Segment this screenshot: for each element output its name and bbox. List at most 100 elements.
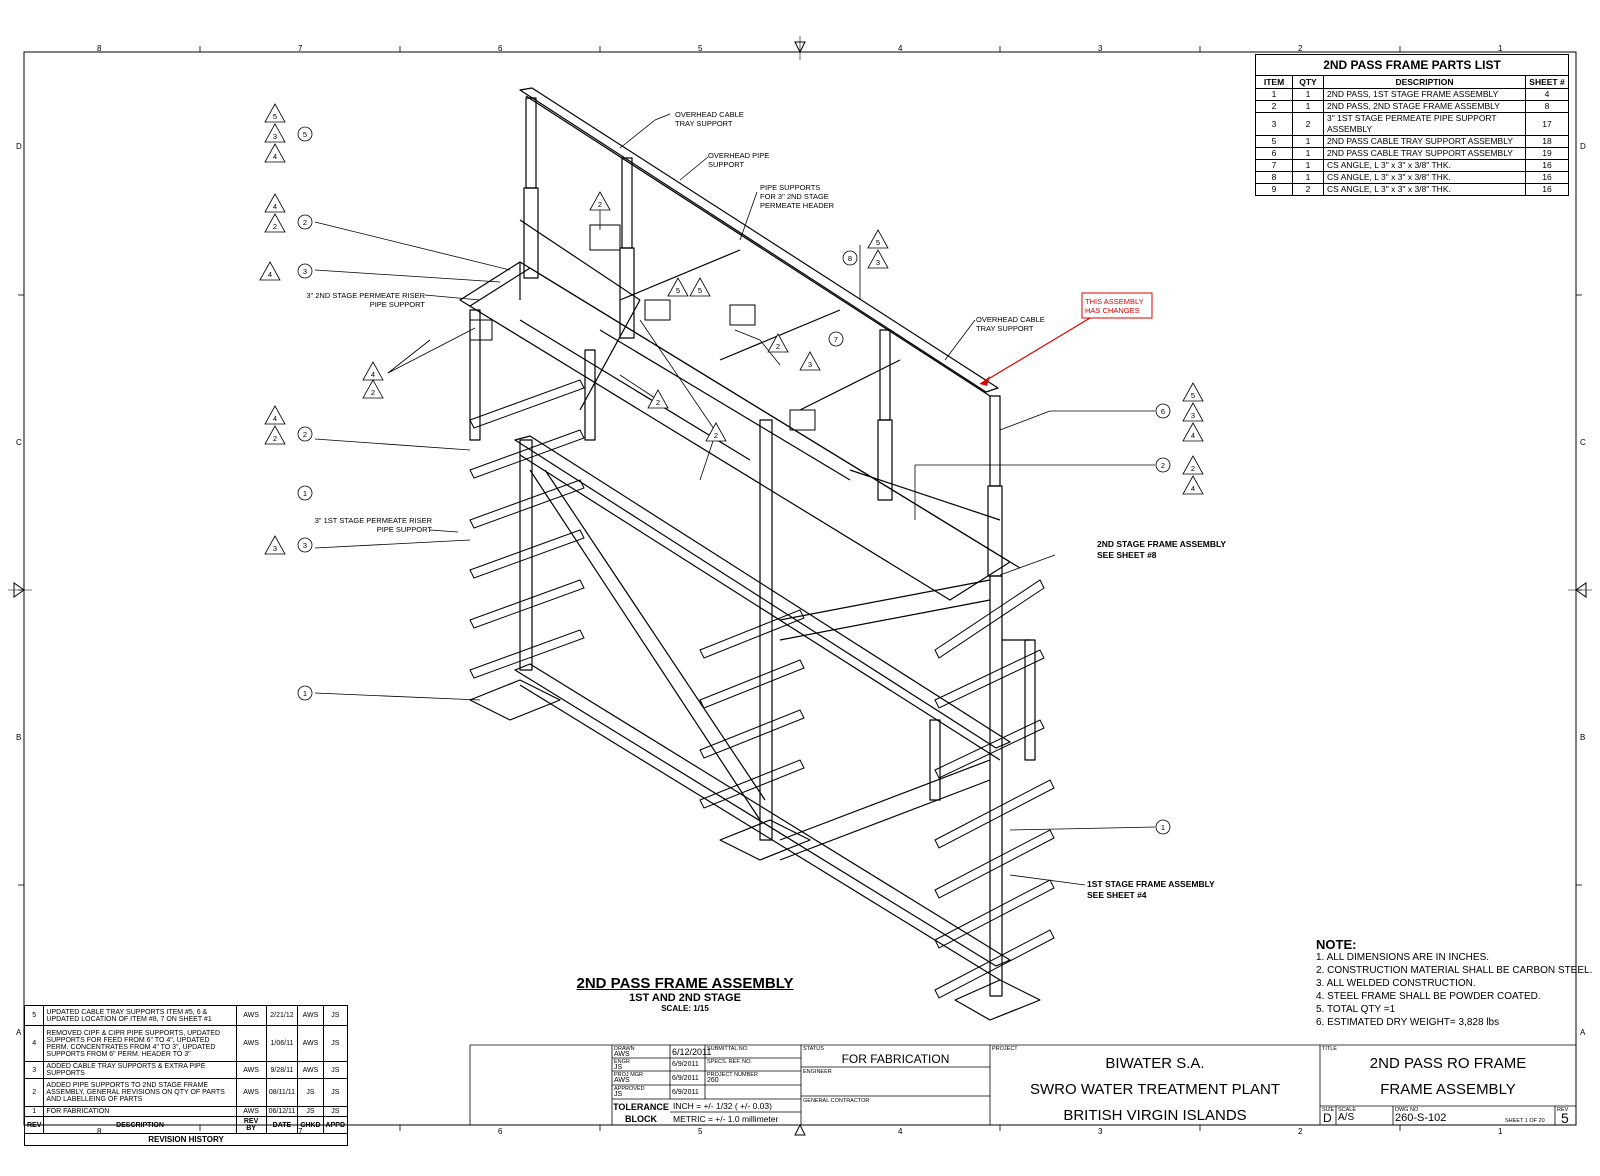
svg-text:5: 5 bbox=[1191, 391, 1195, 400]
drawn-label: DRAWN bbox=[614, 1046, 635, 1052]
dwg-number: 260-S-102 bbox=[1395, 1112, 1447, 1124]
sheet-label: SHEET bbox=[1505, 1118, 1524, 1124]
svg-text:2: 2 bbox=[273, 434, 277, 443]
svg-text:2: 2 bbox=[303, 218, 307, 227]
callout-line: OVERHEAD CABLE bbox=[675, 110, 744, 119]
drawing-title-line: FRAME ASSEMBLY bbox=[1380, 1081, 1516, 1098]
zone-row-c-right: C bbox=[1580, 438, 1586, 447]
svg-text:2: 2 bbox=[656, 398, 660, 407]
tolerance-metric: METRIC = +/- 1.0 millimeter bbox=[673, 1114, 779, 1124]
projmgr-label: PROJ MGR bbox=[614, 1072, 644, 1078]
svg-text:3: 3 bbox=[1191, 411, 1195, 420]
submittal-label: SUBMITTAL NO. bbox=[707, 1046, 749, 1052]
drawn-date: 6/12/2011 bbox=[672, 1047, 712, 1057]
status-label: STATUS bbox=[803, 1046, 824, 1052]
dwg-label: DWG NO bbox=[1395, 1107, 1419, 1113]
engr-by: JS bbox=[614, 1064, 623, 1071]
parts-list-title: 2ND PASS FRAME PARTS LIST bbox=[1255, 54, 1569, 75]
header-rev: REV bbox=[23, 1116, 45, 1134]
callout-line: PIPE SUPPORT bbox=[369, 300, 425, 309]
note-item: 5. TOTAL QTY =1 bbox=[1316, 1004, 1396, 1015]
projmgr-by: AWS bbox=[614, 1077, 630, 1084]
contractor-label: GENERAL CONTRACTOR bbox=[803, 1098, 870, 1104]
drawing-title-line: 2ND PASS RO FRAME bbox=[1369, 1055, 1527, 1072]
callout-overhead-pipe-support: OVERHEAD PIPE SUPPORT bbox=[708, 151, 769, 169]
cell: 16 bbox=[1525, 183, 1569, 196]
rev-chkd: JS bbox=[297, 1078, 324, 1107]
engr-date: 6/9/2011 bbox=[672, 1061, 699, 1068]
callout-2nd-stage-frame: 2ND STAGE FRAME ASSEMBLY SEE SHEET #8 bbox=[1097, 539, 1226, 561]
parts-list-header: ITEM QTY DESCRIPTION SHEET # bbox=[1255, 75, 1569, 89]
svg-text:5: 5 bbox=[303, 130, 307, 139]
tolerance-label: TOLERANCE BLOCK bbox=[613, 1102, 669, 1124]
svg-text:4: 4 bbox=[1191, 431, 1195, 440]
zone-row-d-right: D bbox=[1580, 142, 1586, 151]
svg-text:4: 4 bbox=[268, 270, 272, 279]
view-title: 2ND PASS FRAME ASSEMBLY 1ST AND 2ND STAG… bbox=[560, 975, 810, 1013]
svg-text:2: 2 bbox=[776, 342, 780, 351]
view-scale: SCALE: 1/15 bbox=[661, 1004, 709, 1013]
zone-row-a-right: A bbox=[1580, 1028, 1586, 1037]
svg-text:3: 3 bbox=[303, 541, 307, 550]
svg-text:2: 2 bbox=[371, 388, 375, 397]
callout-1st-stage-frame: 1ST STAGE FRAME ASSEMBLY SEE SHEET #4 bbox=[1087, 879, 1215, 901]
project-number-label: PROJECT NUMBER bbox=[707, 1072, 758, 1078]
svg-text:3: 3 bbox=[273, 544, 277, 553]
callout-line: OVERHEAD CABLE bbox=[976, 315, 1045, 324]
status-value: FOR FABRICATION bbox=[841, 1052, 950, 1066]
svg-text:1: 1 bbox=[303, 689, 307, 698]
callout-assembly-changes: THIS ASSEMBLY HAS CHANGES bbox=[1085, 297, 1144, 315]
svg-text:4: 4 bbox=[273, 414, 277, 423]
title-label: TITLE bbox=[1322, 1046, 1337, 1052]
note-item: 3. ALL WELDED CONSTRUCTION. bbox=[1316, 978, 1476, 989]
callout-line: SEE SHEET #4 bbox=[1087, 890, 1147, 900]
header-sheet: SHEET # bbox=[1525, 75, 1569, 89]
zone-col-7: 7 bbox=[298, 44, 303, 53]
parts-list-table: 2ND PASS FRAME PARTS LIST ITEM QTY DESCR… bbox=[1255, 54, 1569, 196]
callout-line: 3" 2ND STAGE PERMEATE RISER bbox=[306, 291, 425, 300]
drawn-by: AWS bbox=[614, 1051, 630, 1058]
note-item: 2. CONSTRUCTION MATERIAL SHALL BE CARBON… bbox=[1316, 965, 1593, 976]
callout-1st-stage-riser: 3" 1ST STAGE PERMEATE RISER PIPE SUPPORT bbox=[305, 516, 432, 534]
rev-appd: JS bbox=[322, 1025, 349, 1062]
svg-text:2: 2 bbox=[714, 431, 718, 440]
zone-col-2-bottom: 2 bbox=[1298, 1127, 1303, 1136]
svg-text:4: 4 bbox=[273, 152, 277, 161]
zone-row-a: A bbox=[16, 1028, 22, 1037]
approved-by: JS bbox=[614, 1091, 623, 1098]
svg-text:5: 5 bbox=[273, 112, 277, 121]
engr-label: ENGR bbox=[614, 1059, 630, 1065]
cell: 16 bbox=[1525, 171, 1569, 184]
zone-col-3: 3 bbox=[1098, 44, 1103, 53]
zone-row-b: B bbox=[16, 733, 22, 742]
svg-text:2: 2 bbox=[1191, 464, 1195, 473]
svg-text:3: 3 bbox=[303, 267, 307, 276]
rev-date: 1/06/11 bbox=[265, 1025, 299, 1062]
zone-row-c: C bbox=[16, 438, 22, 447]
note-item: 4. STEEL FRAME SHALL BE POWDER COATED. bbox=[1316, 991, 1541, 1002]
zone-col-4: 4 bbox=[898, 44, 903, 53]
rev-number: 3 bbox=[23, 1061, 45, 1079]
callout-line: HAS CHANGES bbox=[1085, 306, 1140, 315]
svg-text:1: 1 bbox=[303, 489, 307, 498]
callout-line: SEE SHEET #8 bbox=[1097, 550, 1157, 560]
svg-text:5: 5 bbox=[876, 238, 880, 247]
zone-col-6: 6 bbox=[498, 44, 503, 53]
svg-text:5: 5 bbox=[676, 286, 680, 295]
zone-row-b-right: B bbox=[1580, 733, 1586, 742]
approved-label: APPROVED bbox=[614, 1086, 645, 1092]
size-label: SIZE bbox=[1322, 1107, 1335, 1113]
rev-description: REMOVED CIPF & CIPR PIPE SUPPORTS, UPDAT… bbox=[43, 1025, 237, 1062]
sheet-total: 20 bbox=[1538, 1118, 1545, 1124]
notes-block: NOTE: 1. ALL DIMENSIONS ARE IN INCHES. 2… bbox=[1316, 938, 1592, 1029]
callout-line: SUPPORT bbox=[708, 160, 745, 169]
